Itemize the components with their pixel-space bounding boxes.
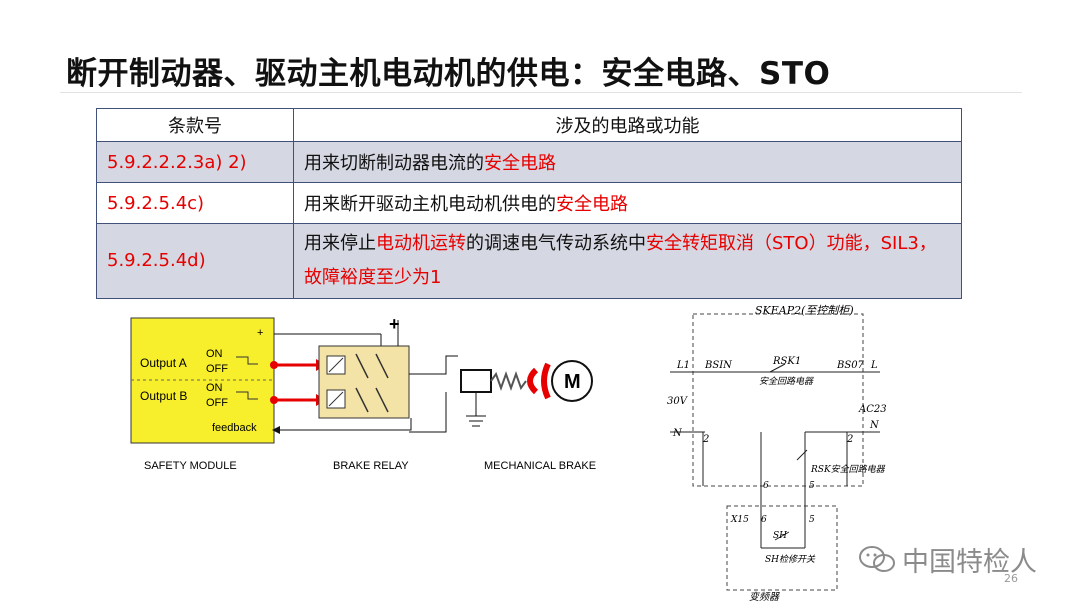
- table-header-row: 条款号 涉及的电路或功能: [96, 108, 962, 142]
- brake-coil: [460, 369, 492, 393]
- sketch-controller-box: [692, 313, 864, 487]
- brake-spring: [490, 371, 527, 391]
- sketch-inverter-box: [726, 505, 838, 591]
- function-cell: 用来停止电动机运转的调速电气传动系统中安全转矩取消（STO）功能，SIL3，故障…: [293, 223, 962, 299]
- function-text: 的调速电气传动系统中: [466, 233, 646, 254]
- module-plus-label: +: [257, 327, 263, 339]
- motor-label: M: [564, 371, 581, 393]
- feedback-label: feedback: [212, 422, 257, 434]
- output-a-label: Output A: [140, 356, 187, 370]
- relay-plus-label: +: [389, 314, 400, 334]
- output-b-on: ON: [206, 382, 223, 394]
- wire-feedback: [276, 418, 412, 431]
- label-safety-module: SAFETY MODULE: [144, 460, 237, 472]
- table-row: 5.9.2.2.2.3a) 2) 用来切断制动器电流的安全电路: [96, 141, 962, 183]
- page-title: 断开制动器、驱动主机电动机的供电：安全电路、STO: [66, 56, 831, 92]
- sketch-5b: 5: [809, 515, 815, 525]
- clause-cell: 5.9.2.2.2.3a) 2): [96, 141, 294, 183]
- sketch-rsk-right: RSK安全回路电器: [810, 464, 886, 475]
- sketch-sh-contact: [774, 531, 790, 541]
- relay-contact-4: [375, 387, 389, 413]
- function-highlight: 安全电路: [484, 153, 556, 174]
- sketch-ac: AC23: [858, 404, 887, 415]
- brake-pad-right: [541, 362, 551, 400]
- sketch-n-right: N: [869, 420, 880, 431]
- sketch-rsk1-contact: [769, 363, 786, 373]
- sketch-5: 5: [809, 481, 815, 491]
- brake-pad-left: [527, 367, 539, 395]
- clause-table: 条款号 涉及的电路或功能 5.9.2.2.2.3a) 2) 用来切断制动器电流的…: [96, 108, 962, 299]
- brake-circuit-diagram: + Output A Output B ON OFF ON OFF feedba…: [130, 314, 596, 472]
- output-a-off: OFF: [206, 363, 228, 375]
- sketch-bottom-label: 变频器: [749, 591, 780, 603]
- clause-cell: 5.9.2.5.4d): [96, 223, 294, 299]
- sketch-30v: 30V: [667, 396, 689, 407]
- column-header-clause: 条款号: [96, 108, 294, 142]
- hand-drawn-safety-circuit: SKEAP2(至控制柜) L1 BSIN RSK1 BS07 L 安全回路电器 …: [667, 304, 887, 603]
- table-row: 5.9.2.5.4c) 用来断开驱动主机电动机供电的安全电路: [96, 182, 962, 224]
- sketch-x15: X15: [730, 515, 749, 525]
- wire-to-brake-top: [409, 355, 458, 375]
- column-header-function: 涉及的电路或功能: [293, 108, 962, 142]
- function-cell: 用来切断制动器电流的安全电路: [293, 141, 962, 183]
- function-highlight: 电动机运转: [376, 233, 466, 254]
- sketch-sh-label: SH检修开关: [765, 554, 816, 565]
- relay-contact-1: [355, 353, 369, 379]
- sketch-2-right: 2: [846, 434, 853, 445]
- table-row: 5.9.2.5.4d) 用来停止电动机运转的调速电气传动系统中安全转矩取消（ST…: [96, 223, 962, 299]
- watermark-text: 中国特检人: [902, 547, 1037, 578]
- safety-module-box: [130, 317, 275, 444]
- arrow-feedback: [272, 426, 280, 434]
- output-a-on: ON: [206, 348, 223, 360]
- sketch-2-left: 2: [702, 434, 709, 445]
- motor-circle: [551, 360, 593, 402]
- clause-cell: 5.9.2.5.4c): [96, 182, 294, 224]
- sketch-top-label: SKEAP2(至控制柜): [755, 304, 854, 317]
- label-mechanical-brake: MECHANICAL BRAKE: [484, 460, 596, 472]
- function-text: 用来切断制动器电流的: [304, 153, 484, 174]
- relay-contact-2: [375, 353, 389, 379]
- sketch-n-left: N: [672, 428, 683, 439]
- output-b-label: Output B: [140, 389, 187, 403]
- chat-bubbles-icon: [859, 545, 895, 572]
- terminal-b: [270, 396, 278, 404]
- relay-contact-3: [355, 387, 369, 413]
- page-number: 26: [1004, 572, 1018, 585]
- wire-to-brake-bottom: [409, 392, 447, 433]
- output-b-switch: [236, 391, 258, 400]
- output-b-off: OFF: [206, 397, 228, 409]
- sketch-6: 6: [763, 481, 769, 491]
- relay-coil-b-mark: [328, 391, 344, 407]
- function-cell: 用来断开驱动主机电动机供电的安全电路: [293, 182, 962, 224]
- sketch-rsk1: RSK1: [772, 356, 801, 367]
- sketch-rsk-contact: [796, 449, 808, 461]
- output-a-switch: [236, 356, 258, 365]
- watermark: 中国特检人: [858, 540, 1037, 579]
- label-brake-relay: BRAKE RELAY: [333, 460, 409, 472]
- terminal-a: [270, 361, 278, 369]
- function-text: 用来断开驱动主机电动机供电的: [304, 194, 556, 215]
- sketch-safety-label: 安全回路电器: [759, 376, 814, 387]
- relay-coil-a-mark: [328, 357, 344, 373]
- sketch-l1: L1: [676, 360, 690, 371]
- sketch-l: L: [870, 360, 878, 371]
- sketch-6b: 6: [761, 515, 767, 525]
- title-divider: [60, 92, 1022, 93]
- sketch-bsin: BSIN: [704, 360, 733, 371]
- sketch-bs-out: BS07: [836, 360, 865, 371]
- function-text: 用来停止: [304, 233, 376, 254]
- function-highlight: 安全电路: [556, 194, 628, 215]
- function-highlight: 安全转矩取消（STO）功能，SIL3，故障裕度至少为1: [304, 233, 937, 288]
- sketch-sh: SH: [773, 531, 787, 541]
